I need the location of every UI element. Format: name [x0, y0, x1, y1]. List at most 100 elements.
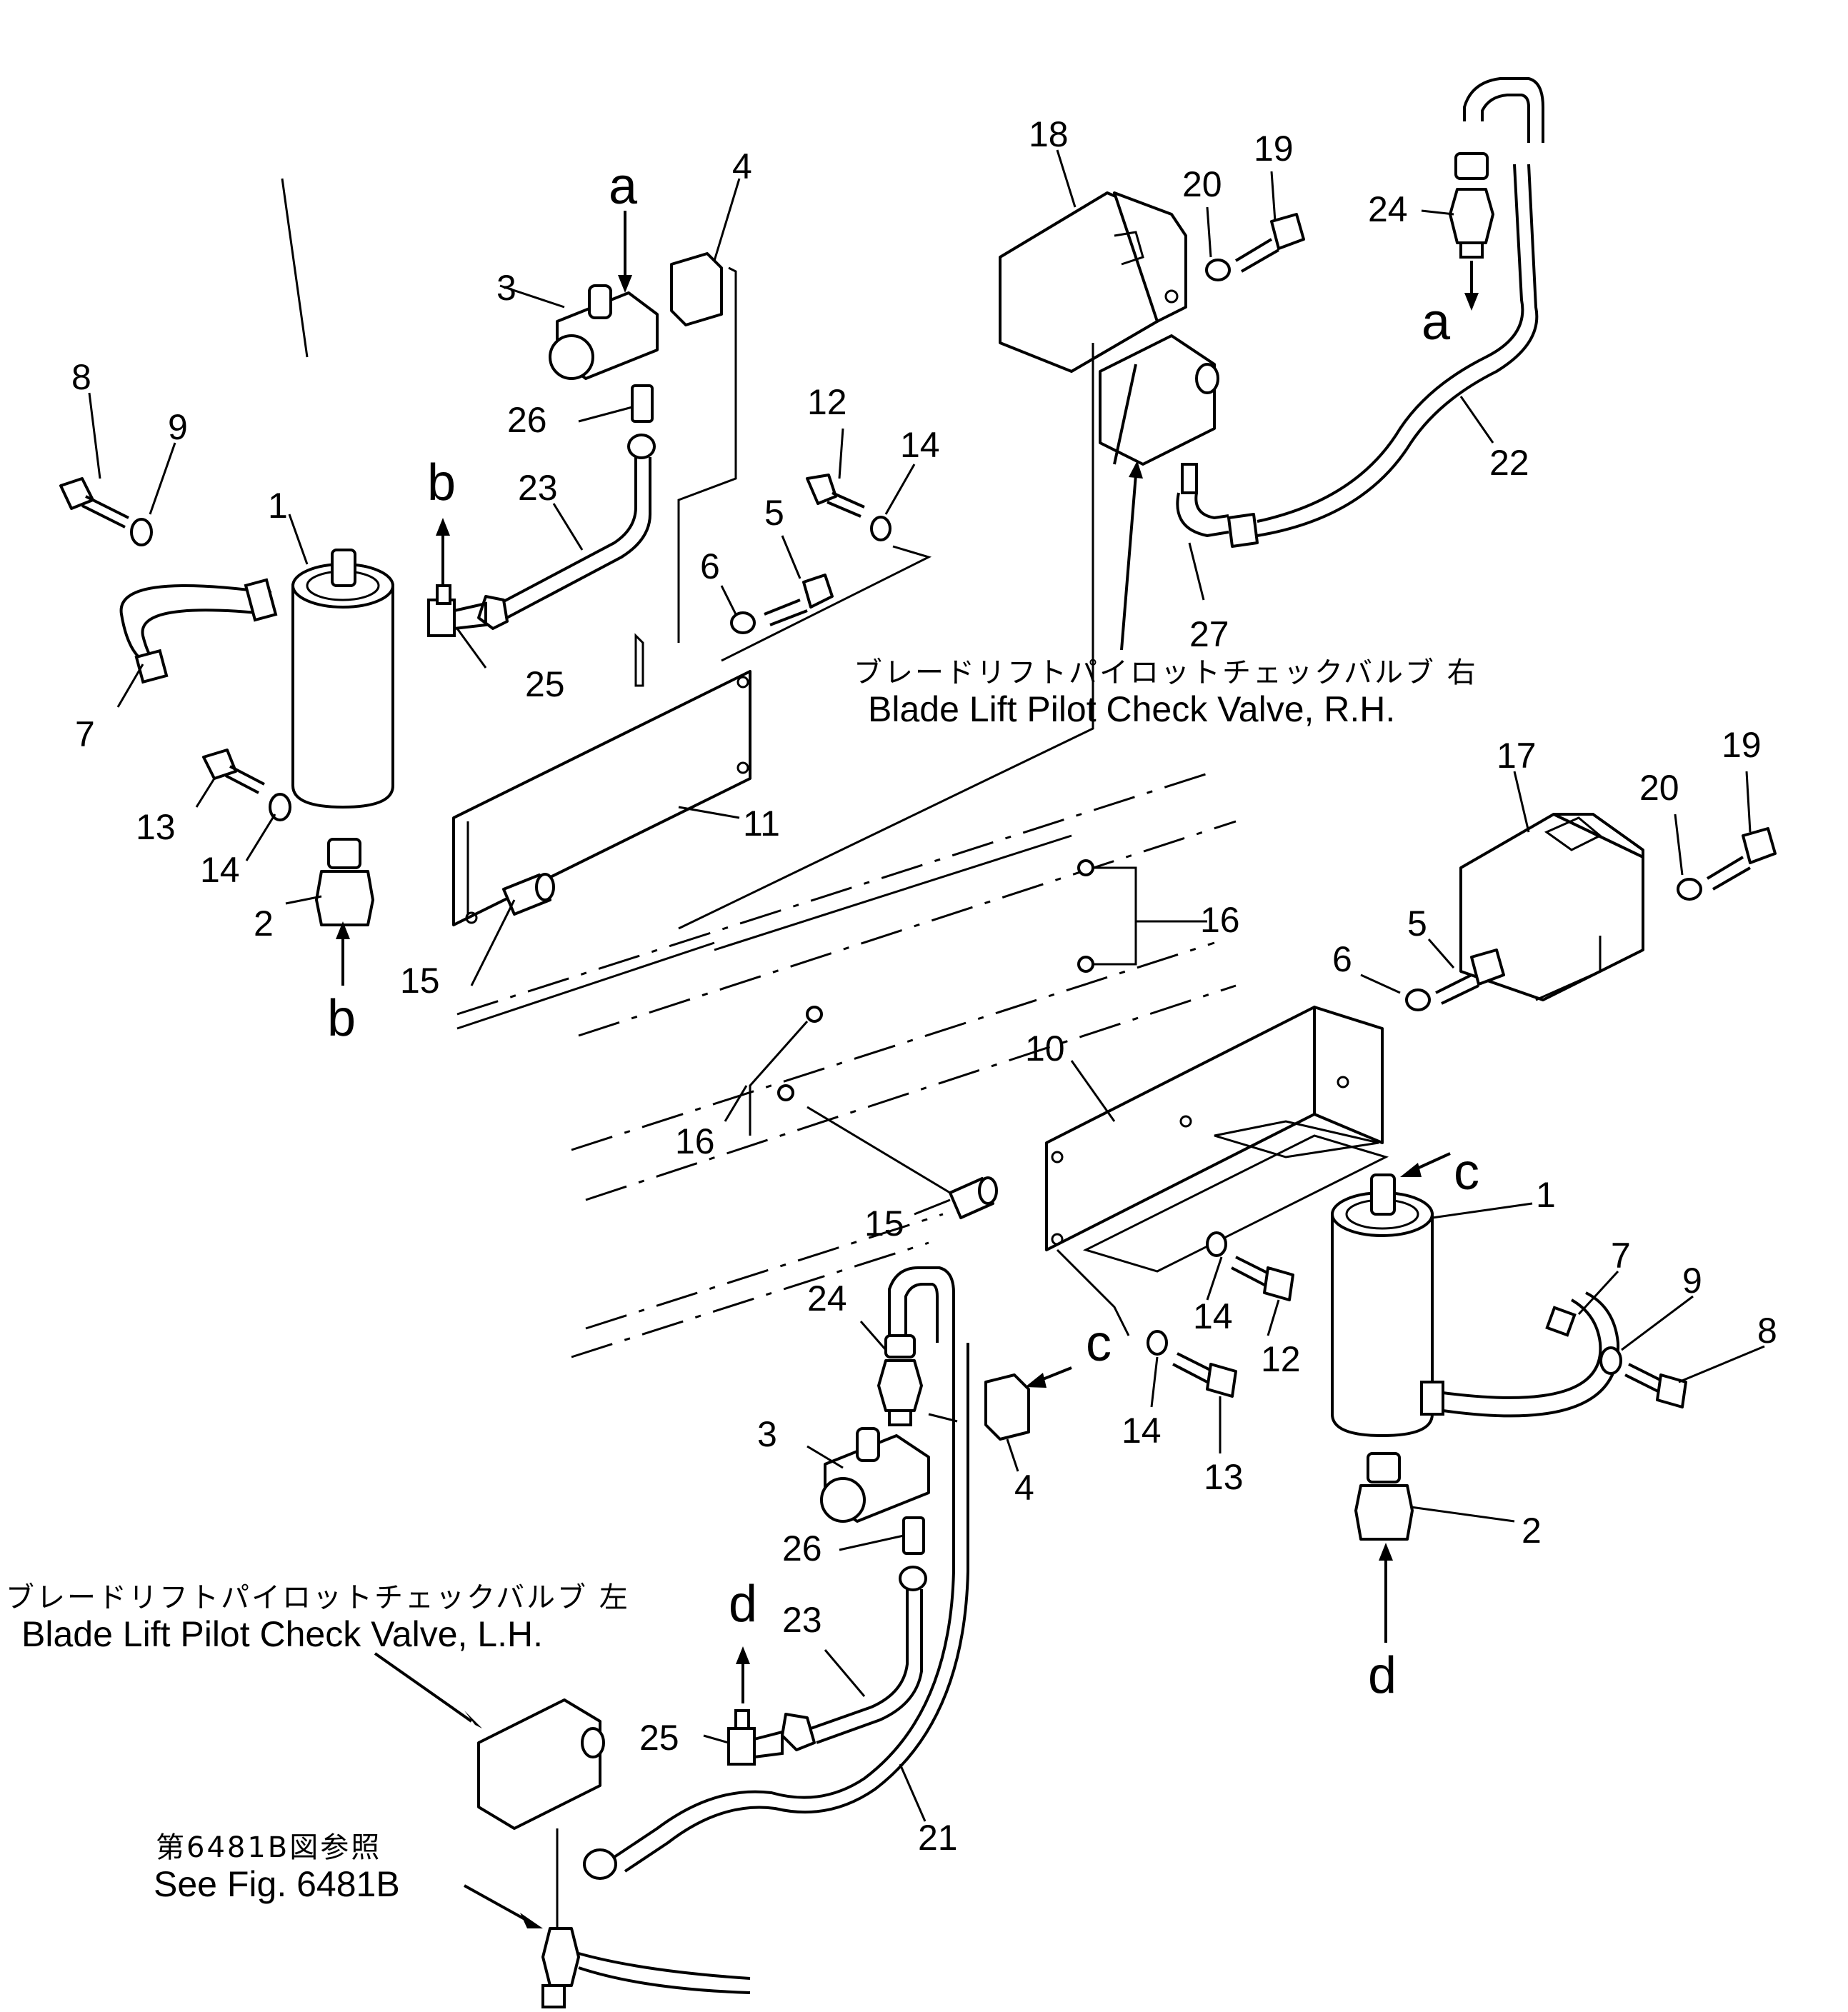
- bolt-19-lower: [1677, 827, 1777, 901]
- label-12-upper: 12: [807, 382, 847, 422]
- label-14-lower-b: 14: [1122, 1411, 1162, 1451]
- label-23-upper: 23: [518, 468, 558, 508]
- callout-d-left: d: [729, 1576, 757, 1633]
- block-4-upper: [670, 252, 737, 643]
- label-26-lower: 26: [782, 1528, 822, 1568]
- bolt-5-upper: [721, 545, 932, 662]
- solenoid-valve-3-lower: [820, 1427, 930, 1523]
- label-26-upper: 26: [507, 400, 547, 440]
- label-18: 18: [1029, 114, 1069, 154]
- label-16-upper: 16: [1200, 900, 1240, 940]
- label-14-upper-left: 14: [200, 850, 240, 890]
- label-8-upper: 8: [71, 357, 91, 397]
- label-1-upper: 1: [268, 486, 288, 526]
- label-5-lower: 5: [1407, 904, 1427, 944]
- solenoid-valve-3-upper: [549, 284, 659, 380]
- part-numbers: 1 1 2 2 3 3 4 4 5 5 6 6 7 7 8 8 9 9 10 1…: [71, 114, 1777, 1858]
- hose-23-lower: [781, 1566, 927, 1751]
- cover-17: [1459, 813, 1644, 1001]
- caption-lh-en: Blade Lift Pilot Check Valve, L.H.: [21, 1614, 543, 1654]
- bolt-5-lower: [1405, 949, 1505, 1011]
- bolt-8-lower: [1599, 1346, 1687, 1408]
- block-4-lower: [984, 1373, 1030, 1441]
- label-9-upper: 9: [168, 407, 188, 447]
- label-16-lower: 16: [675, 1121, 715, 1161]
- label-2-upper: 2: [254, 904, 274, 944]
- fitting-24-upper: [1449, 188, 1494, 259]
- label-4-upper: 4: [732, 146, 752, 186]
- label-24-upper: 24: [1368, 189, 1408, 229]
- label-22: 22: [1489, 443, 1529, 483]
- referenced-valve-stub: [541, 1927, 751, 2008]
- label-11: 11: [743, 804, 780, 844]
- clamp-7-upper: [119, 578, 278, 684]
- bolt-8-upper: [59, 477, 153, 546]
- tube-22: [1227, 77, 1544, 548]
- filter-1-upper: [291, 549, 394, 809]
- tube-21: [583, 1266, 969, 1880]
- callout-d-bottom: d: [1368, 1647, 1397, 1704]
- plate-11: [452, 633, 751, 926]
- label-13-upper: 13: [136, 807, 176, 847]
- label-20-upper: 20: [1182, 164, 1222, 204]
- nut-16-lower: [749, 1006, 823, 1136]
- label-2-lower: 2: [1522, 1511, 1542, 1551]
- callout-b-left: b: [427, 454, 456, 511]
- label-10: 10: [1025, 1028, 1065, 1068]
- fitting-26-lower: [902, 1516, 925, 1555]
- caption-ref-en: See Fig. 6481B: [154, 1864, 400, 1904]
- label-14-lower-a: 14: [1193, 1296, 1233, 1336]
- nut-16-upper: [1077, 859, 1137, 973]
- label-14-upper-right: 14: [900, 425, 940, 465]
- callout-a-right: a: [1422, 294, 1451, 351]
- label-3-upper: 3: [496, 268, 516, 308]
- label-17: 17: [1497, 736, 1537, 776]
- label-8-lower: 8: [1757, 1311, 1777, 1351]
- caption-rh-en: Blade Lift Pilot Check Valve, R.H.: [868, 689, 1395, 729]
- callout-c-right: c: [1454, 1143, 1479, 1201]
- callout-letters: a a b b c c d d: [327, 158, 1479, 1704]
- label-19-upper: 19: [1254, 129, 1294, 169]
- label-24-lower: 24: [807, 1278, 847, 1318]
- callout-b-bottom: b: [327, 990, 356, 1047]
- check-valve-rh: [678, 334, 1219, 930]
- label-25-lower: 25: [639, 1718, 679, 1758]
- label-27: 27: [1189, 614, 1229, 654]
- fitting-24-lower: [877, 1334, 923, 1426]
- caption-lh-jp: ブレードリフトパイロットチェックバルブ 左: [6, 1581, 630, 1614]
- fitting-2-upper: [315, 838, 374, 926]
- label-21: 21: [918, 1818, 958, 1858]
- flow-arrows: [336, 211, 1479, 1928]
- check-valve-lh: [477, 1698, 605, 1928]
- captions: ブレードリフトパイロットチェックバルブ 右 Blade Lift Pilot C…: [6, 656, 1478, 1904]
- bolt-13-upper: [202, 749, 291, 821]
- frame-centerlines: [456, 770, 1237, 1358]
- label-15-lower: 15: [864, 1203, 904, 1243]
- label-19-lower: 19: [1722, 725, 1762, 765]
- bolt-19-upper: [1205, 213, 1305, 281]
- label-23-lower: 23: [782, 1600, 822, 1640]
- elbow-25-lower: [727, 1709, 784, 1766]
- bolt-13-lower: [1056, 1248, 1237, 1398]
- clamp-7-lower: [1420, 1291, 1620, 1418]
- label-7-upper: 7: [75, 714, 95, 754]
- cover-18: [999, 191, 1187, 373]
- spacer-15-lower: [806, 1106, 998, 1219]
- spacer-15-upper: [502, 873, 555, 916]
- label-15-upper: 15: [400, 961, 440, 1001]
- fitting-26-upper: [631, 384, 654, 423]
- label-7-lower: 7: [1611, 1236, 1631, 1276]
- label-1-lower: 1: [1536, 1175, 1556, 1215]
- caption-ref-jp: 第6481B図参照: [156, 1831, 381, 1864]
- label-13-lower: 13: [1204, 1457, 1244, 1497]
- leader-lines: [88, 149, 1765, 1822]
- label-9-lower: 9: [1682, 1261, 1702, 1301]
- bolt-12-lower: [1206, 1231, 1294, 1301]
- bolt-12-upper: [806, 474, 891, 541]
- label-6-upper: 6: [700, 546, 720, 586]
- label-20-lower: 20: [1639, 768, 1679, 808]
- callout-a-top: a: [609, 158, 638, 215]
- caption-rh-jp: ブレードリフトパイロットチェックバルブ 右: [854, 656, 1478, 689]
- label-3-lower: 3: [757, 1414, 777, 1454]
